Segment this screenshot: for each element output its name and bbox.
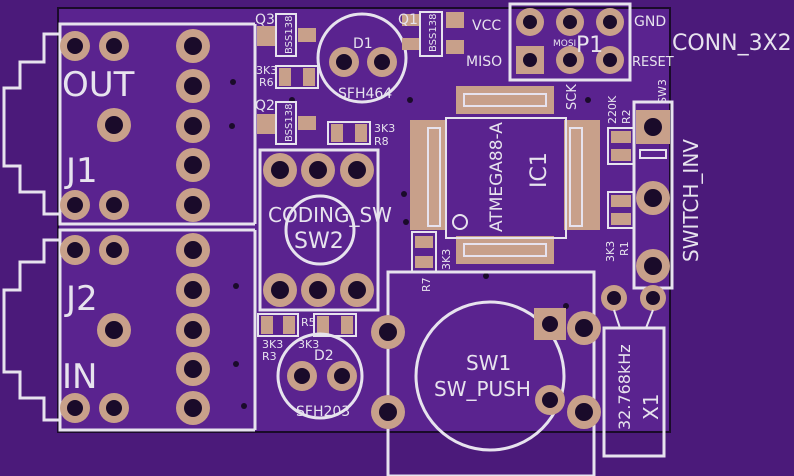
sw3-part: SWITCH_INV (679, 139, 703, 262)
r1-resistor: 3K3 R1 (604, 191, 635, 262)
sw1-part: SW_PUSH (434, 377, 531, 401)
p1-miso-label: MISO (466, 54, 502, 70)
q2-transistor: Q2 BSS138 (255, 98, 316, 145)
r3-value: 3K3 (262, 338, 283, 351)
r3-ref: R3 (262, 350, 277, 363)
connector-j1-outline (2, 22, 257, 226)
d1-part: SFH464 (338, 86, 392, 102)
p1-header: VCC MISO MOSI P1 GND RESET CONN_3X2 SCK (466, 2, 792, 110)
r6-value: 3K3 (256, 64, 277, 77)
p1-part-label: CONN_3X2 (672, 31, 792, 56)
r7-resistor: 3K3 R7 (411, 231, 453, 292)
d1-ref: D1 (353, 36, 373, 52)
r7-value: 3K3 (440, 249, 453, 270)
x1-ref: X1 (639, 394, 663, 420)
d2-photodiode: D2 SFH203 (276, 332, 364, 420)
r8-value: 3K3 (374, 122, 395, 135)
r6-ref: R6 (259, 76, 274, 89)
sw2-coding-switch: CODING_SW SW2 (258, 148, 392, 312)
j1-pads (60, 29, 210, 222)
p1-sck-label: SCK (565, 84, 580, 110)
r8-ref: R8 (374, 135, 389, 148)
j1-out-label: OUT (62, 65, 135, 105)
r1-value: 3K3 (604, 241, 617, 262)
sw3-switch: SW3 SWITCH_INV (632, 79, 703, 290)
d2-ref: D2 (314, 348, 334, 364)
q1-ref: Q1 (398, 12, 418, 28)
x1-crystal: 32.768kHz X1 (601, 285, 666, 458)
ic1-part: ATMEGA88-A (487, 122, 507, 232)
d2-value: 3K3 (298, 338, 319, 351)
q2-ref: Q2 (255, 98, 275, 114)
p1-ref: P1 (576, 33, 603, 58)
q1-transistor: Q1 BSS138 (398, 11, 464, 57)
r5-r3-resistors: R5 3K3 R3 3K3 (257, 313, 357, 363)
x1-frequency: 32.768kHz (615, 344, 634, 430)
p1-mosi-label: MOSI (553, 39, 576, 49)
q3-ref: Q3 (255, 12, 275, 28)
r7-ref: R7 (420, 277, 433, 292)
r6-resistor: 3K3 R6 (256, 64, 319, 89)
q3-transistor: Q3 BSS138 (255, 12, 316, 57)
sw2-ref: SW2 (294, 229, 344, 254)
r2-value: 220K (606, 95, 619, 124)
q3-part: BSS138 (284, 16, 295, 54)
q1-part: BSS138 (428, 14, 439, 52)
r8-resistor: 3K3 R8 (327, 121, 395, 148)
sw1-ref: SW1 (466, 351, 511, 375)
j2-pads (60, 233, 210, 425)
sw2-part: CODING_SW (268, 203, 392, 227)
connector-j2-outline (2, 228, 257, 432)
q2-part: BSS138 (284, 104, 295, 142)
r2-ref: R2 (620, 109, 633, 124)
j2-in-label: IN (62, 357, 97, 397)
p1-vcc-label: VCC (472, 18, 501, 34)
r5-ref: R5 (301, 316, 316, 329)
p1-reset-label: RESET (632, 55, 674, 70)
sw3-ref: SW3 (656, 79, 669, 104)
ic1-microcontroller: ATMEGA88-A IC1 (410, 86, 600, 264)
j1-ref-label: J1 (64, 151, 98, 191)
ic1-ref: IC1 (527, 152, 552, 188)
sw1-push-button: SW1 SW_PUSH (371, 270, 601, 476)
p1-gnd-label: GND (634, 14, 666, 30)
j2-ref-label: J2 (64, 279, 98, 319)
d1-led: D1 SFH464 (316, 12, 408, 104)
r1-ref: R1 (618, 241, 631, 256)
d2-part: SFH203 (296, 404, 350, 420)
